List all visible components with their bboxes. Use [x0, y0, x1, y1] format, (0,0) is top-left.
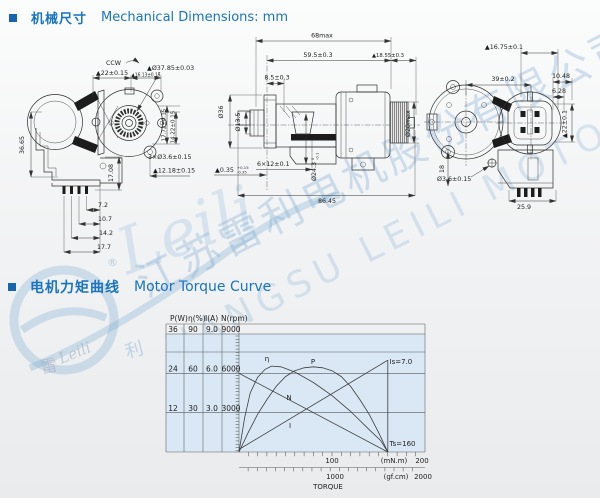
dim-17-08: 17.08 — [108, 164, 115, 182]
dim-d13-5: Ø13.5 — [234, 113, 242, 132]
xaxis-tick-2000: 2000 — [414, 473, 432, 481]
cell-p36: 36 — [168, 325, 178, 334]
col-header-n: N(rpm) — [221, 314, 248, 323]
curve-label-n: N — [286, 394, 291, 402]
dim-18-55: ▲18.55±0.3 — [372, 53, 404, 59]
dim-6-28: 6.28 — [552, 88, 566, 95]
xaxis-label-torque: TORQUE — [312, 483, 343, 491]
dim-36-65: 36.65 — [19, 136, 26, 154]
dim-22: ▲22±0.15 — [96, 70, 128, 77]
dim-39: 39±0.2 — [491, 76, 514, 83]
curve-label-p: P — [311, 358, 315, 366]
dim-d20max: Ø20max — [404, 110, 412, 137]
torque-curve-chart: P(W) η(%) I(A) N(rpm) 36 90 9.0 9000 24 … — [165, 314, 432, 491]
dim-10-48: 10.48 — [552, 73, 570, 80]
section-header-mechanical: 机械尺寸 Mechanical Dimensions: mm — [9, 8, 288, 27]
dim-14-22: 14.22±0.15 — [171, 110, 177, 143]
header-torque-zh: 电机力矩曲线 — [30, 280, 120, 296]
cell-i9: 9.0 — [206, 325, 218, 334]
dim-d24-3-tol-dn: -0.1 — [315, 152, 320, 160]
dim-59-5: 59.5±0.3 — [303, 52, 332, 59]
dim-68max: 68max — [311, 33, 333, 40]
dim-86-45: 86.45 — [318, 198, 336, 205]
dim-d24-3-tol-up: 0 — [310, 157, 315, 160]
dim-16-75: ▲16.75±0.1 — [485, 44, 523, 51]
cell-p12: 12 — [168, 404, 178, 413]
dim-d3-6: Ø3.6±0.15 — [437, 175, 471, 183]
header-torque-en: Motor Torque Curve — [134, 279, 272, 295]
header-mech-en: Mechanical Dimensions: mm — [101, 10, 289, 25]
dim-0-35: ▲0.35 +0.15 -0.35 — [214, 165, 267, 177]
col-header-i: I(A) — [205, 314, 218, 323]
dim-12-18: ▲12.18±0.15 — [153, 168, 195, 175]
cell-eta60: 60 — [188, 365, 198, 374]
dim-pin-7-2: 7.2 — [98, 202, 108, 209]
xaxis-tick-100: 100 — [325, 457, 338, 465]
annotation-is: Is=7.0 — [390, 358, 413, 366]
cell-n6000: 6000 — [221, 365, 240, 374]
cell-n9000: 9000 — [221, 325, 240, 334]
col-header-eta: η(%) — [188, 314, 206, 323]
dim-37-85: ▲Ø37.85±0.03 — [147, 64, 194, 72]
dim-pin-17-7: 17.7 — [97, 244, 111, 251]
cell-i6: 6.0 — [206, 365, 218, 374]
annotation-ts: Ts=160 — [389, 440, 416, 448]
cell-n3000: 3000 — [221, 404, 240, 413]
dim-3x3-6: 3×Ø3.6±0.15 — [148, 153, 192, 161]
dim-pin-10-7: 10.7 — [98, 216, 112, 223]
cell-p24: 24 — [168, 365, 178, 374]
bullet-square-icon — [9, 13, 17, 22]
dim-22-rear: ▲22±0.1 — [562, 110, 569, 138]
col-header-p: P(W) — [170, 314, 188, 323]
header-mech-zh: 机械尺寸 — [31, 12, 88, 27]
front-view-drawing: CCW ▲22±0.15 ▲16.13±0.15 ▲Ø37.85±0.03 36… — [19, 57, 195, 254]
xaxis-tick-1000: 1000 — [326, 473, 344, 481]
dim-d24-3-main: Ø24.3 — [310, 162, 318, 181]
cell-eta90: 90 — [188, 325, 198, 334]
xaxis-unit-mnm: (mN.m) — [381, 457, 408, 465]
dim-6x12: 6×12±0.1 — [257, 161, 290, 168]
curve-label-eta: η — [265, 355, 269, 363]
xaxis-unit-gfcm: (gf.cm) — [384, 473, 409, 481]
dim-0-35-tol-up: +0.15 — [237, 165, 249, 170]
dim-16-13: ▲16.13±0.15 — [132, 73, 161, 79]
dim-17-72: 17.72±0.15 — [162, 108, 168, 141]
dim-rotation-ccw: CCW — [106, 60, 122, 67]
dim-8-5: 8.5±0.3 — [264, 75, 289, 82]
rear-view-drawing: ▲16.75±0.1 39±0.2 10.48 6.28 ▲22±0.1 18 … — [424, 44, 575, 211]
dim-0-35-tol-dn: -0.35 — [237, 170, 247, 175]
dim-pin-14-2: 14.2 — [99, 230, 113, 237]
cell-i3: 3.0 — [206, 404, 218, 413]
cell-eta30: 30 — [188, 404, 198, 413]
dim-25-9: 25.9 — [517, 204, 531, 211]
chart-table-values: 36 90 9.0 9000 24 60 6.0 6000 12 30 3.0 … — [168, 325, 241, 413]
curve-label-i: I — [289, 422, 291, 430]
xaxis-tick-200: 200 — [415, 457, 428, 465]
side-view-drawing: 68max 59.5±0.3 ▲18.55±0.3 8.5±0.3 Ø36 Ø1… — [214, 33, 420, 205]
dim-18: 18 — [439, 165, 446, 173]
dim-d36: Ø36 — [217, 106, 225, 119]
dim-0-35-main: ▲0.35 — [215, 167, 234, 174]
bullet-square-icon-2 — [8, 283, 16, 291]
dim-d24-3: Ø24.3 0 -0.1 — [310, 152, 320, 181]
section-header-torque: 电机力矩曲线 Motor Torque Curve — [8, 277, 271, 297]
